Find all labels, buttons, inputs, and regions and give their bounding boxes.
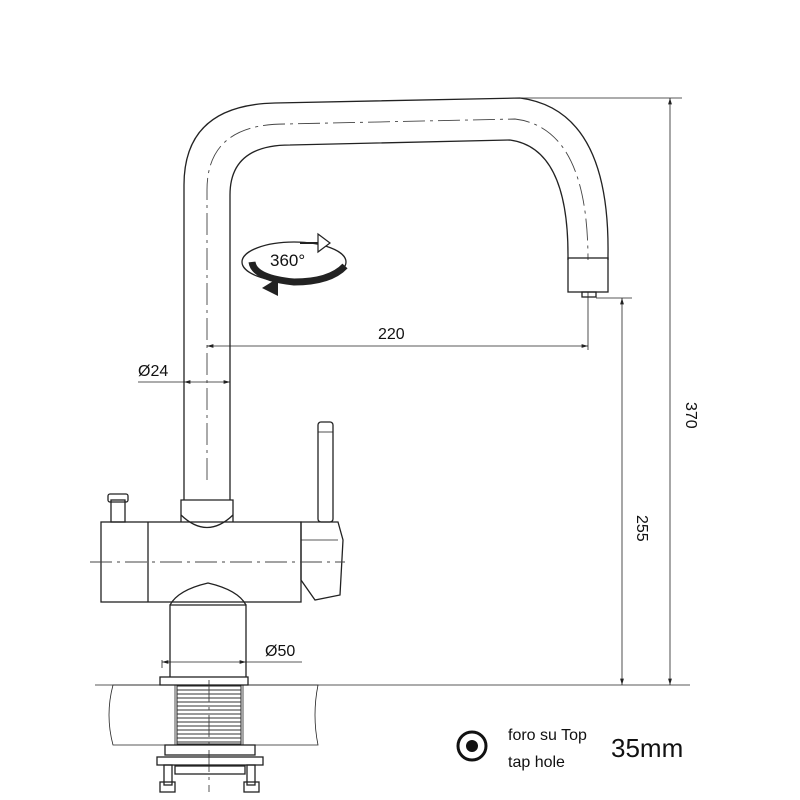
dimension-reach-label: 220 [378,326,405,343]
base-nut [159,676,249,686]
mounting-bracket [156,744,264,793]
tap-hole-icon [456,730,488,762]
left-knob [107,493,129,523]
tap-hole-size: 35mm [611,733,683,763]
dimension-total-height: 370 [520,97,699,685]
right-lever-handle [317,421,334,523]
dimension-diameter-base-label: Ø50 [265,643,295,660]
tap-hole-note: foro su Top tap hole 35mm [456,727,683,771]
dimension-diameter-spout-label: Ø24 [138,363,168,380]
threaded-rod [176,680,242,792]
dimension-diameter-spout: Ø24 [138,363,230,384]
dimension-diameter-base: Ø50 [161,643,302,668]
base-column [169,604,247,677]
spout [183,97,609,500]
tap-hole-text-it: foro su Top [508,727,587,744]
rotation-label: 360° [270,251,305,270]
dimension-reach: 220 [207,326,588,348]
dimension-spout-height-label: 255 [633,515,650,542]
dimension-total-height-label: 370 [682,402,699,429]
dimension-spout-height: 255 [596,297,650,685]
mixer-body [90,499,345,606]
tap-hole-text-en: tap hole [508,754,565,771]
rotation-360-icon: 360° [241,232,348,296]
